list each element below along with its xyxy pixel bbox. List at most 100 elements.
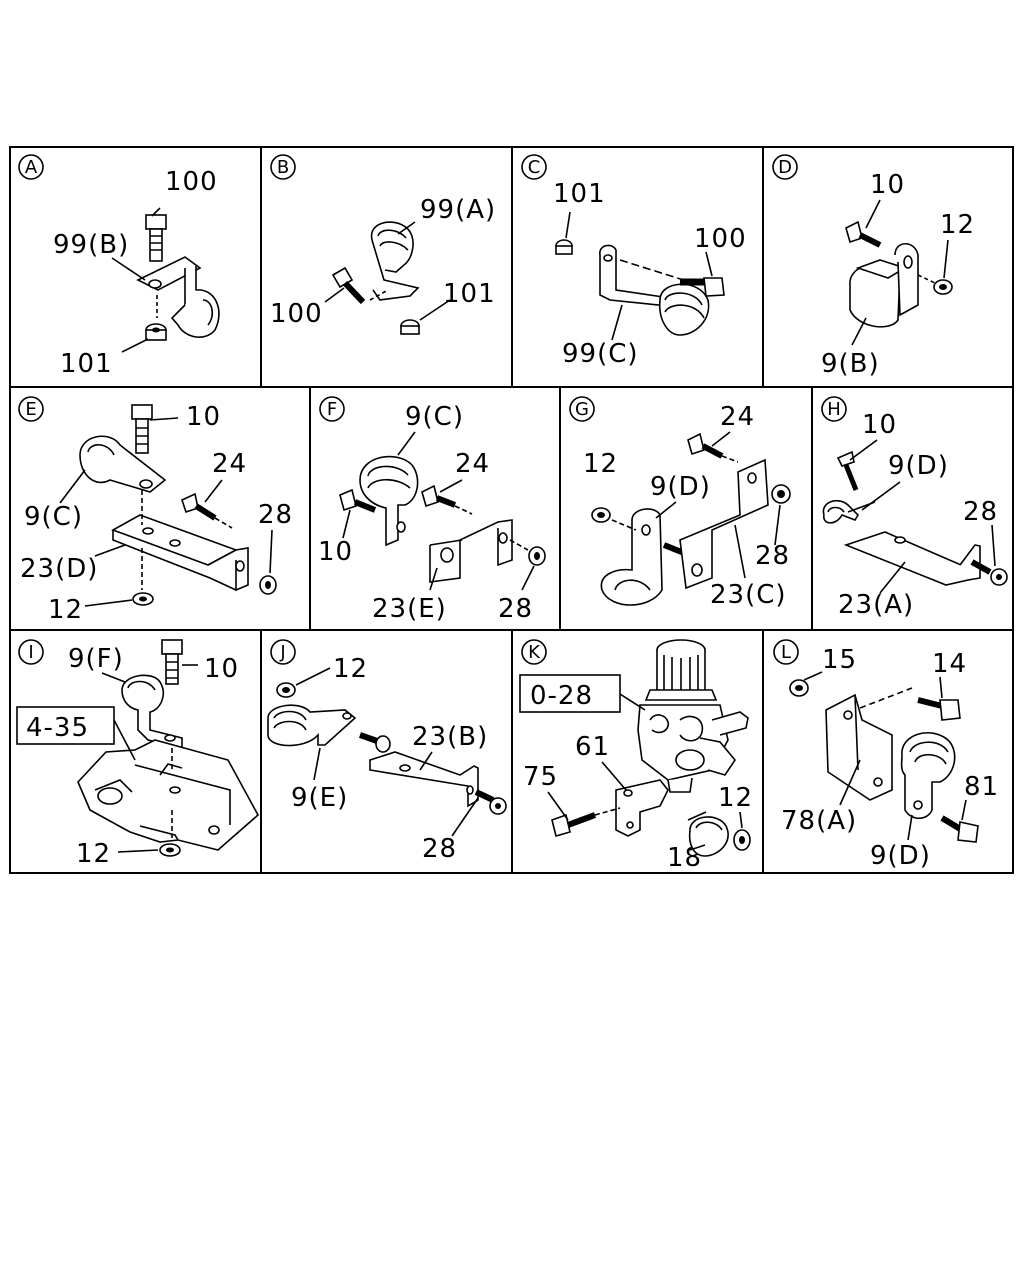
nut-icon xyxy=(771,484,791,504)
part-label: 12 xyxy=(583,449,618,479)
nut-icon xyxy=(789,679,809,697)
nut-icon xyxy=(159,843,181,857)
bolt-icon xyxy=(339,488,377,513)
bracket-icon xyxy=(369,751,479,808)
mounting-plate-icon xyxy=(77,739,260,851)
panel-l: L 15 14 81 78(A) 9(D) xyxy=(773,639,999,871)
nut-icon xyxy=(528,546,546,566)
part-label: 9(C) xyxy=(405,402,464,432)
bolt-icon xyxy=(161,639,183,685)
nut-icon xyxy=(591,507,611,523)
part-label: 24 xyxy=(212,449,247,479)
bracket-icon xyxy=(679,458,769,590)
part-label: 23(E) xyxy=(372,594,447,624)
part-label: 10 xyxy=(186,402,221,432)
part-label: 14 xyxy=(932,649,967,679)
bolt-icon xyxy=(131,404,153,454)
bolt-icon xyxy=(845,220,882,248)
part-label: 10 xyxy=(862,410,897,440)
nut-icon xyxy=(990,568,1008,586)
part-label: 9(D) xyxy=(650,472,711,502)
bolt-icon xyxy=(181,492,217,521)
valve-assembly-icon xyxy=(637,639,749,793)
nut-icon xyxy=(733,829,751,851)
bracket-icon xyxy=(111,514,249,592)
part-label: 23(C) xyxy=(710,580,787,610)
panel-letter: E xyxy=(25,399,36,420)
part-label: 100 xyxy=(165,167,218,197)
part-label: 99(B) xyxy=(53,230,129,260)
grid-frame xyxy=(9,146,1014,874)
panel-letter: G xyxy=(575,399,589,420)
reference-box xyxy=(16,706,115,745)
bolt-icon xyxy=(145,214,167,262)
bolt-icon xyxy=(970,559,992,575)
part-label: 9(D) xyxy=(888,451,949,481)
panel-f: F 9(C) 24 10 23(E) 28 xyxy=(318,396,546,624)
panel-k: K 0-28 61 75 12 18 xyxy=(519,639,753,873)
nut-icon xyxy=(489,797,507,815)
bolt-icon xyxy=(551,812,597,837)
part-label: 24 xyxy=(455,449,490,479)
panel-letter: D xyxy=(778,157,792,178)
panel-b: B 99(A) 100 101 xyxy=(270,154,496,335)
panel-letter: I xyxy=(28,642,33,663)
part-label: 9(F) xyxy=(68,644,124,674)
part-label: 78(A) xyxy=(781,806,857,836)
panel-letter: L xyxy=(781,642,791,663)
clamp-icon xyxy=(849,242,919,328)
panel-letter: C xyxy=(528,157,541,178)
part-label: 75 xyxy=(523,762,558,792)
panel-e: E 10 24 9(C) 28 23(D) 12 xyxy=(18,396,293,625)
panel-j: J 12 23(B) 9(E) 28 xyxy=(267,639,507,864)
part-label: 61 xyxy=(575,732,610,762)
clamp-icon xyxy=(359,455,419,547)
part-label: 12 xyxy=(333,654,368,684)
part-label: 81 xyxy=(964,772,999,802)
bracket-icon xyxy=(843,531,981,586)
clamp-icon xyxy=(370,221,420,301)
clamp-icon xyxy=(900,731,956,820)
bolt-icon xyxy=(680,277,725,297)
panel-i: I 9(F) 10 4-35 12 xyxy=(16,639,260,869)
nut-icon xyxy=(933,279,953,295)
part-label: 101 xyxy=(553,179,606,209)
bolt-icon xyxy=(917,697,961,721)
part-label: 101 xyxy=(443,279,496,309)
part-label: 12 xyxy=(718,783,753,813)
part-label: 28 xyxy=(258,500,293,530)
part-label: 99(C) xyxy=(562,339,639,369)
part-label: 9(B) xyxy=(821,349,880,379)
bolt-icon xyxy=(331,266,366,305)
panel-letter: A xyxy=(25,157,38,178)
part-label: 28 xyxy=(422,834,457,864)
part-label: 10 xyxy=(870,170,905,200)
part-label: 99(A) xyxy=(420,195,496,225)
part-label: 12 xyxy=(76,839,111,869)
panel-letter: B xyxy=(277,157,289,178)
panel-letter: K xyxy=(528,642,541,663)
nut-icon xyxy=(276,682,296,698)
clamp-icon xyxy=(121,674,183,750)
bracket-icon xyxy=(615,779,669,837)
clamp-bracket-icon xyxy=(136,256,220,338)
part-label: 9(D) xyxy=(870,841,931,871)
bolt-icon xyxy=(421,484,457,508)
part-label: 28 xyxy=(498,594,533,624)
part-label: 9(E) xyxy=(291,783,348,813)
clamp-icon xyxy=(79,435,167,493)
part-label: 12 xyxy=(940,210,975,240)
part-label: 23(B) xyxy=(412,722,488,752)
part-label: 10 xyxy=(204,654,239,684)
nut-icon xyxy=(132,592,154,606)
reference-box xyxy=(519,674,621,713)
panel-d: D 10 12 9(B) xyxy=(772,154,975,379)
bolt-icon xyxy=(474,789,495,803)
clamp-icon xyxy=(267,704,357,747)
bolt-icon xyxy=(836,450,859,491)
clamp-icon xyxy=(658,283,710,336)
clamp-icon xyxy=(822,499,876,524)
nut-icon xyxy=(555,239,573,255)
nut-icon xyxy=(145,323,167,341)
